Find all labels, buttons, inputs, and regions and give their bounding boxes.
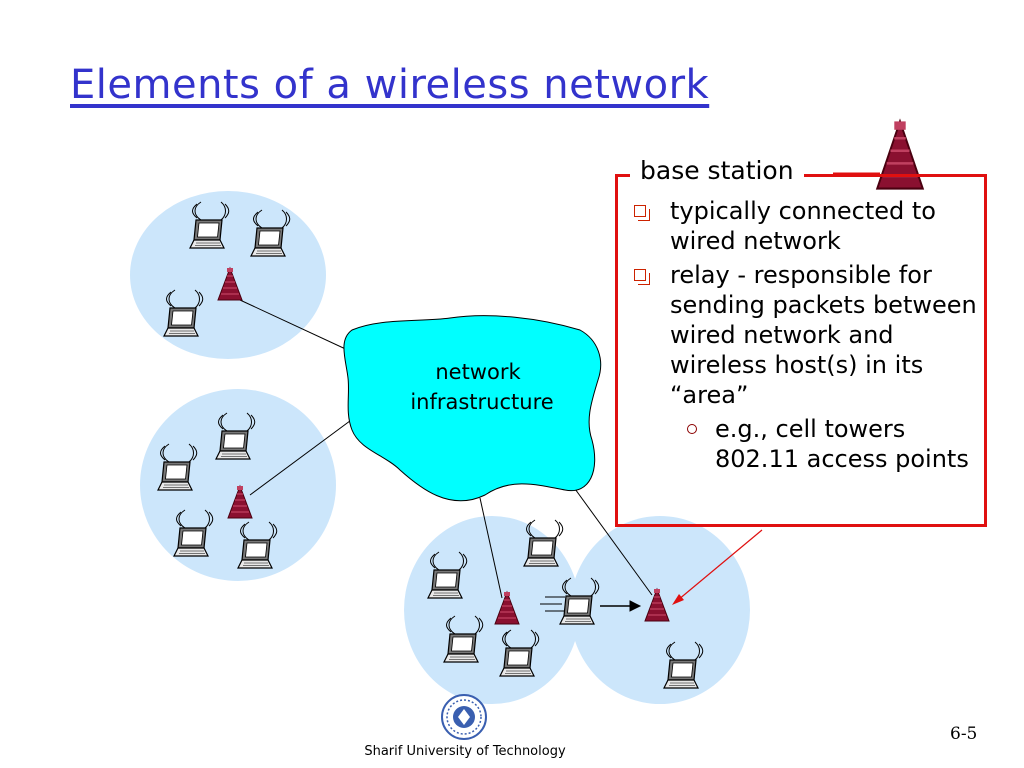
network-cloud-icon	[343, 315, 602, 502]
bullet-text: relay - responsible for sending packets …	[670, 261, 977, 409]
sub-bullet-text: e.g., cell towers 802.11 access points	[715, 415, 969, 473]
link-bottom	[479, 497, 503, 599]
wired-links	[239, 299, 653, 599]
bullet-item: typically connected to wired network	[630, 196, 980, 256]
callout-pointer-arrowhead	[672, 594, 684, 605]
motion-indicator	[540, 596, 642, 612]
callout-pointer-line	[677, 529, 763, 601]
cloud-label-line1: network	[435, 360, 521, 384]
circle-bullet-icon	[687, 424, 697, 434]
bullet-text: typically connected to wired network	[670, 197, 936, 255]
callout-heading: base station	[630, 155, 804, 187]
slide-title: Elements of a wireless network	[70, 62, 710, 108]
slide-number: 6-5	[950, 724, 978, 744]
square-bullet-icon	[634, 205, 650, 221]
link-middle-left	[249, 414, 359, 496]
sub-bullet-item: e.g., cell towers 802.11 access points	[630, 414, 980, 474]
callout-bullets: typically connected to wired network rel…	[630, 196, 980, 474]
link-bottom-right	[569, 481, 653, 596]
link-top-left	[239, 299, 353, 353]
university-logo-icon	[441, 694, 487, 740]
footer-text: Sharif University of Technology	[364, 744, 566, 759]
square-bullet-icon	[634, 269, 650, 285]
bullet-item: relay - responsible for sending packets …	[630, 260, 980, 410]
cloud-label-line2: infrastructure	[410, 390, 553, 414]
